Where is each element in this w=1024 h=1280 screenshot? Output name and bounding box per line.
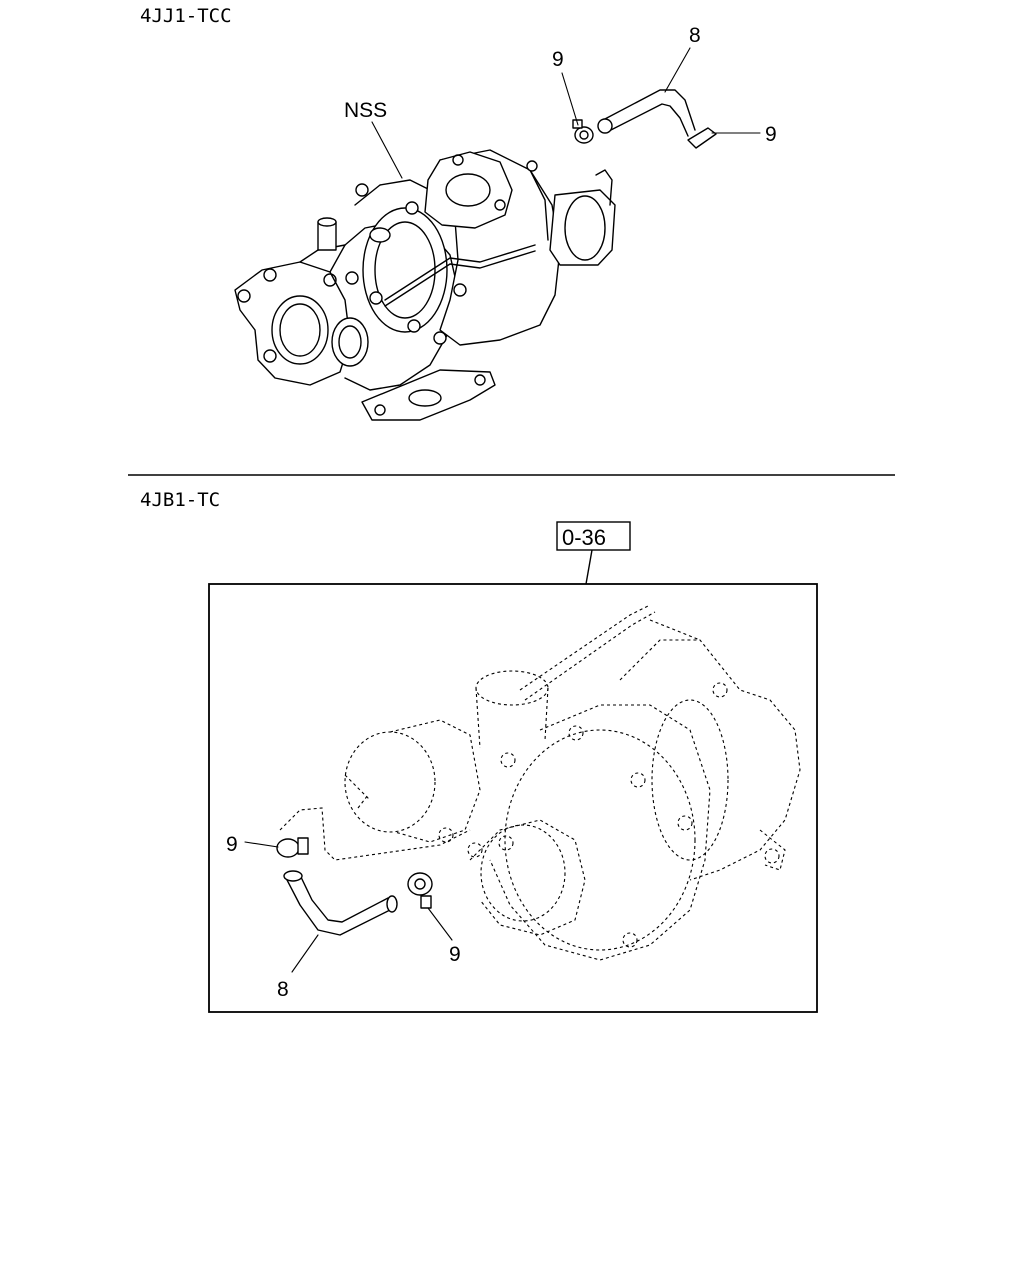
section-4jj1-tcc: 4JJ1-TCC <box>140 5 777 421</box>
callout-9-top-upper: 9 <box>552 48 564 71</box>
callout-8-top: 8 <box>689 24 701 47</box>
section-title-4jb1-tc: 4JB1-TC <box>140 489 220 511</box>
section-title-4jj1-tcc: 4JJ1-TCC <box>140 5 232 27</box>
turbocharger-4jb1-drawing <box>279 604 801 961</box>
turbocharger-4jj1-drawing <box>234 149 616 421</box>
ref-box-label: 0-36 <box>562 525 606 550</box>
clamp-part-9-right <box>687 127 717 149</box>
callout-9-bottom-left: 9 <box>226 833 238 856</box>
callout-9-top-right: 9 <box>765 123 777 146</box>
callouts-bottom: 9 8 9 <box>226 833 461 1001</box>
ref-box <box>556 521 631 551</box>
ref-leader <box>585 549 593 585</box>
clamp-part-9-left <box>276 837 309 858</box>
pipe-part-8-bottom <box>283 870 398 936</box>
clamp-part-9-upper <box>572 119 594 144</box>
callout-9-bottom-lower: 9 <box>449 943 461 966</box>
callout-8-bottom: 8 <box>277 978 289 1001</box>
callout-nss: NSS <box>344 99 387 122</box>
section-4jb1-tc: 4JB1-TC 0-36 <box>140 489 818 1013</box>
callouts-top: NSS 8 9 9 <box>344 24 777 179</box>
pipe-part-8-top <box>597 89 696 137</box>
detail-frame <box>208 583 818 1013</box>
clamp-part-9-lower <box>407 872 433 909</box>
